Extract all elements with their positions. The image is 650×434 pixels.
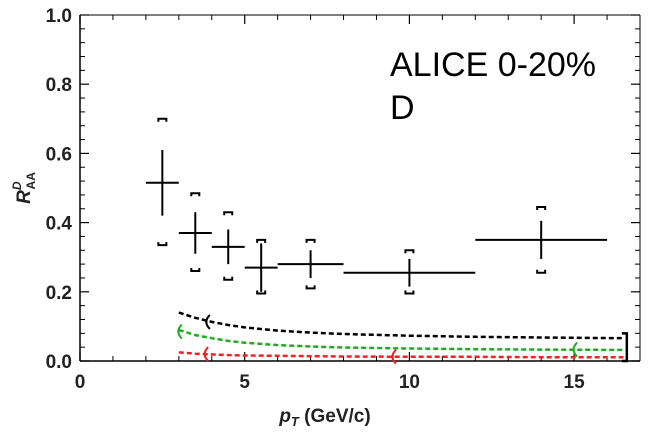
y-tick-label: 1.0 <box>46 6 72 27</box>
theory-curve-1 <box>178 311 624 340</box>
sys-bracket-upper <box>536 206 547 211</box>
data-point <box>244 238 278 295</box>
sys-bracket-lower <box>404 290 415 295</box>
sys-bracket-upper <box>256 238 267 243</box>
sys-bracket-lower <box>305 285 316 290</box>
y-tick-label: 0.0 <box>46 352 72 373</box>
axes: 0 5 10 15 0.0 0.2 0.4 0.6 0.8 1.0 <box>46 6 641 393</box>
sys-bracket-upper <box>190 192 201 197</box>
x-tick-label: 0 <box>75 372 86 393</box>
y-axis-title-sup: D <box>10 181 24 190</box>
x-axis-title-main: p <box>278 406 291 427</box>
sys-bracket-lower <box>256 290 267 295</box>
annotation-line-2: D <box>390 89 415 127</box>
sys-bracket-lower <box>536 269 547 274</box>
data-point <box>145 117 179 247</box>
svg-text:RDAA: RDAA <box>10 172 38 204</box>
annotation-line-1: ALICE 0-20% <box>390 46 596 84</box>
sys-bracket-lower <box>223 276 234 281</box>
theory-curve-3 <box>178 351 624 359</box>
y-tick-label: 0.2 <box>46 283 72 304</box>
x-axis-title-sub: T <box>291 414 300 429</box>
y-axis-title-main: R <box>14 190 35 204</box>
theory-curve-2 <box>178 328 624 352</box>
end-bracket <box>621 332 629 363</box>
y-tick-label: 0.6 <box>46 144 72 165</box>
y-axis-title-sub: AA <box>24 172 38 190</box>
sys-bracket-lower <box>190 268 201 273</box>
data-point <box>343 249 476 295</box>
data-layer <box>145 117 629 365</box>
curve-marker <box>177 323 183 340</box>
y-tick-label: 0.4 <box>46 214 73 235</box>
data-point <box>211 211 245 281</box>
curve-marker <box>391 349 397 365</box>
curve-marker <box>203 346 209 362</box>
sys-bracket-upper <box>223 211 234 216</box>
y-tick-label: 0.8 <box>46 75 72 96</box>
sys-bracket-upper <box>157 117 168 122</box>
sys-bracket-upper <box>305 238 316 243</box>
x-tick-label: 10 <box>399 372 420 393</box>
x-axis-title: pT (GeV/c) <box>278 406 370 429</box>
y-axis-title: RDAA <box>10 172 38 204</box>
data-point <box>178 192 212 273</box>
curve-marker <box>205 314 211 330</box>
sys-bracket-upper <box>404 249 415 254</box>
x-tick-label: 5 <box>239 372 250 393</box>
data-point <box>475 206 608 274</box>
sys-bracket-lower <box>157 242 168 247</box>
x-axis-title-rest: (GeV/c) <box>299 406 371 427</box>
curve-marker <box>572 341 578 358</box>
data-point <box>277 238 344 290</box>
x-tick-label: 15 <box>564 372 586 393</box>
